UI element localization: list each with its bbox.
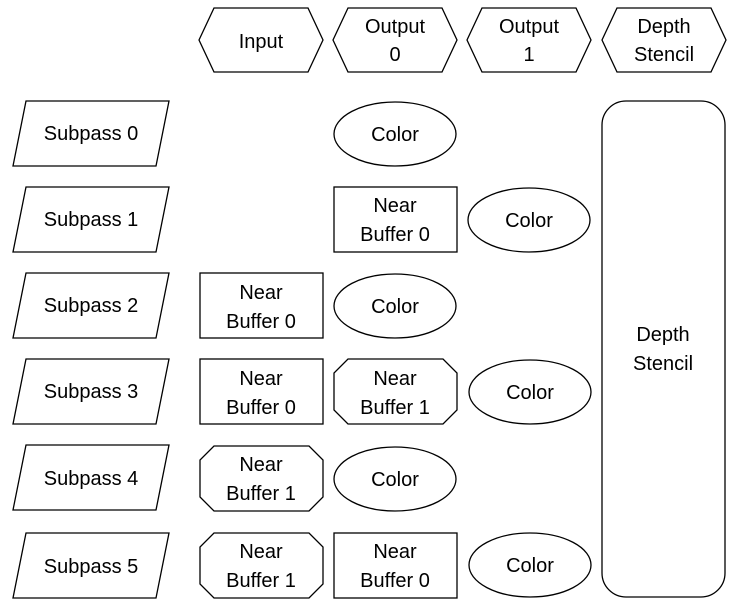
subpass-4-label: Subpass 4 — [44, 468, 139, 490]
near-buffer-1-line1: Near — [373, 368, 417, 390]
color-label: Color — [506, 555, 554, 577]
near-buffer-0-line1: Near — [239, 282, 283, 304]
near-buffer-0-line2: Buffer 0 — [226, 311, 296, 333]
header-output-1-line1: Output — [499, 16, 559, 38]
subpass-1-label: Subpass 1 — [44, 209, 139, 231]
subpass-3-input-near-buffer-0: Near Buffer 0 — [199, 358, 324, 425]
color-label: Color — [506, 382, 554, 404]
color-label: Color — [371, 124, 419, 146]
near-buffer-1-line2: Buffer 1 — [360, 397, 430, 419]
depth-stencil-bar-line2: Stencil — [633, 353, 693, 375]
subpass-0: Subpass 0 — [12, 100, 170, 167]
near-buffer-1-line1: Near — [239, 454, 283, 476]
header-depth-stencil-line1: Depth — [637, 16, 690, 38]
near-buffer-0-line2: Buffer 0 — [360, 570, 430, 592]
subpass-0-output-0-color: Color — [333, 101, 457, 167]
near-buffer-1-line2: Buffer 1 — [226, 483, 296, 505]
subpass-2: Subpass 2 — [12, 272, 170, 339]
header-output-0-line1: Output — [365, 16, 425, 38]
depth-stencil-bar-line1: Depth — [636, 324, 689, 346]
subpass-4-output-0-color: Color — [333, 446, 457, 512]
subpass-1-output-0-near-buffer-0: Near Buffer 0 — [333, 186, 458, 253]
near-buffer-0-line2: Buffer 0 — [360, 224, 430, 246]
subpass-1-output-1-color: Color — [467, 187, 591, 253]
header-output-1-line2: 1 — [523, 44, 534, 66]
subpass-2-input-near-buffer-0: Near Buffer 0 — [199, 272, 324, 339]
subpass-5-input-near-buffer-1: Near Buffer 1 — [199, 532, 324, 599]
header-input-label: Input — [239, 31, 284, 53]
header-output-0-line2: 0 — [389, 44, 400, 66]
depth-stencil-bar: Depth Stencil — [601, 100, 726, 598]
subpass-2-output-0-color: Color — [333, 273, 457, 339]
subpass-3-output-1-color: Color — [468, 359, 592, 425]
subpass-4-input-near-buffer-1: Near Buffer 1 — [199, 445, 324, 512]
near-buffer-0-line1: Near — [239, 368, 283, 390]
color-label: Color — [371, 469, 419, 491]
subpass-3: Subpass 3 — [12, 358, 170, 425]
header-depth-stencil: Depth Stencil — [601, 7, 727, 73]
header-input: Input — [198, 7, 324, 73]
color-label: Color — [371, 296, 419, 318]
header-depth-stencil-line2: Stencil — [634, 44, 694, 66]
subpass-3-label: Subpass 3 — [44, 381, 139, 403]
subpass-5-label: Subpass 5 — [44, 556, 139, 578]
near-buffer-1-line2: Buffer 1 — [226, 570, 296, 592]
near-buffer-0-line1: Near — [373, 195, 417, 217]
subpass-5-output-1-color: Color — [468, 532, 592, 598]
subpass-5-output-0-near-buffer-0: Near Buffer 0 — [333, 532, 458, 599]
subpass-3-output-0-near-buffer-1: Near Buffer 1 — [333, 358, 458, 425]
color-label: Color — [505, 210, 553, 232]
header-output-0: Output 0 — [332, 7, 458, 73]
subpass-1: Subpass 1 — [12, 186, 170, 253]
near-buffer-0-line2: Buffer 0 — [226, 397, 296, 419]
subpass-4: Subpass 4 — [12, 444, 170, 511]
near-buffer-1-line1: Near — [239, 541, 283, 563]
near-buffer-0-line1: Near — [373, 541, 417, 563]
header-output-1: Output 1 — [466, 7, 592, 73]
subpass-2-label: Subpass 2 — [44, 295, 139, 317]
subpass-5: Subpass 5 — [12, 532, 170, 599]
subpass-0-label: Subpass 0 — [44, 123, 139, 145]
